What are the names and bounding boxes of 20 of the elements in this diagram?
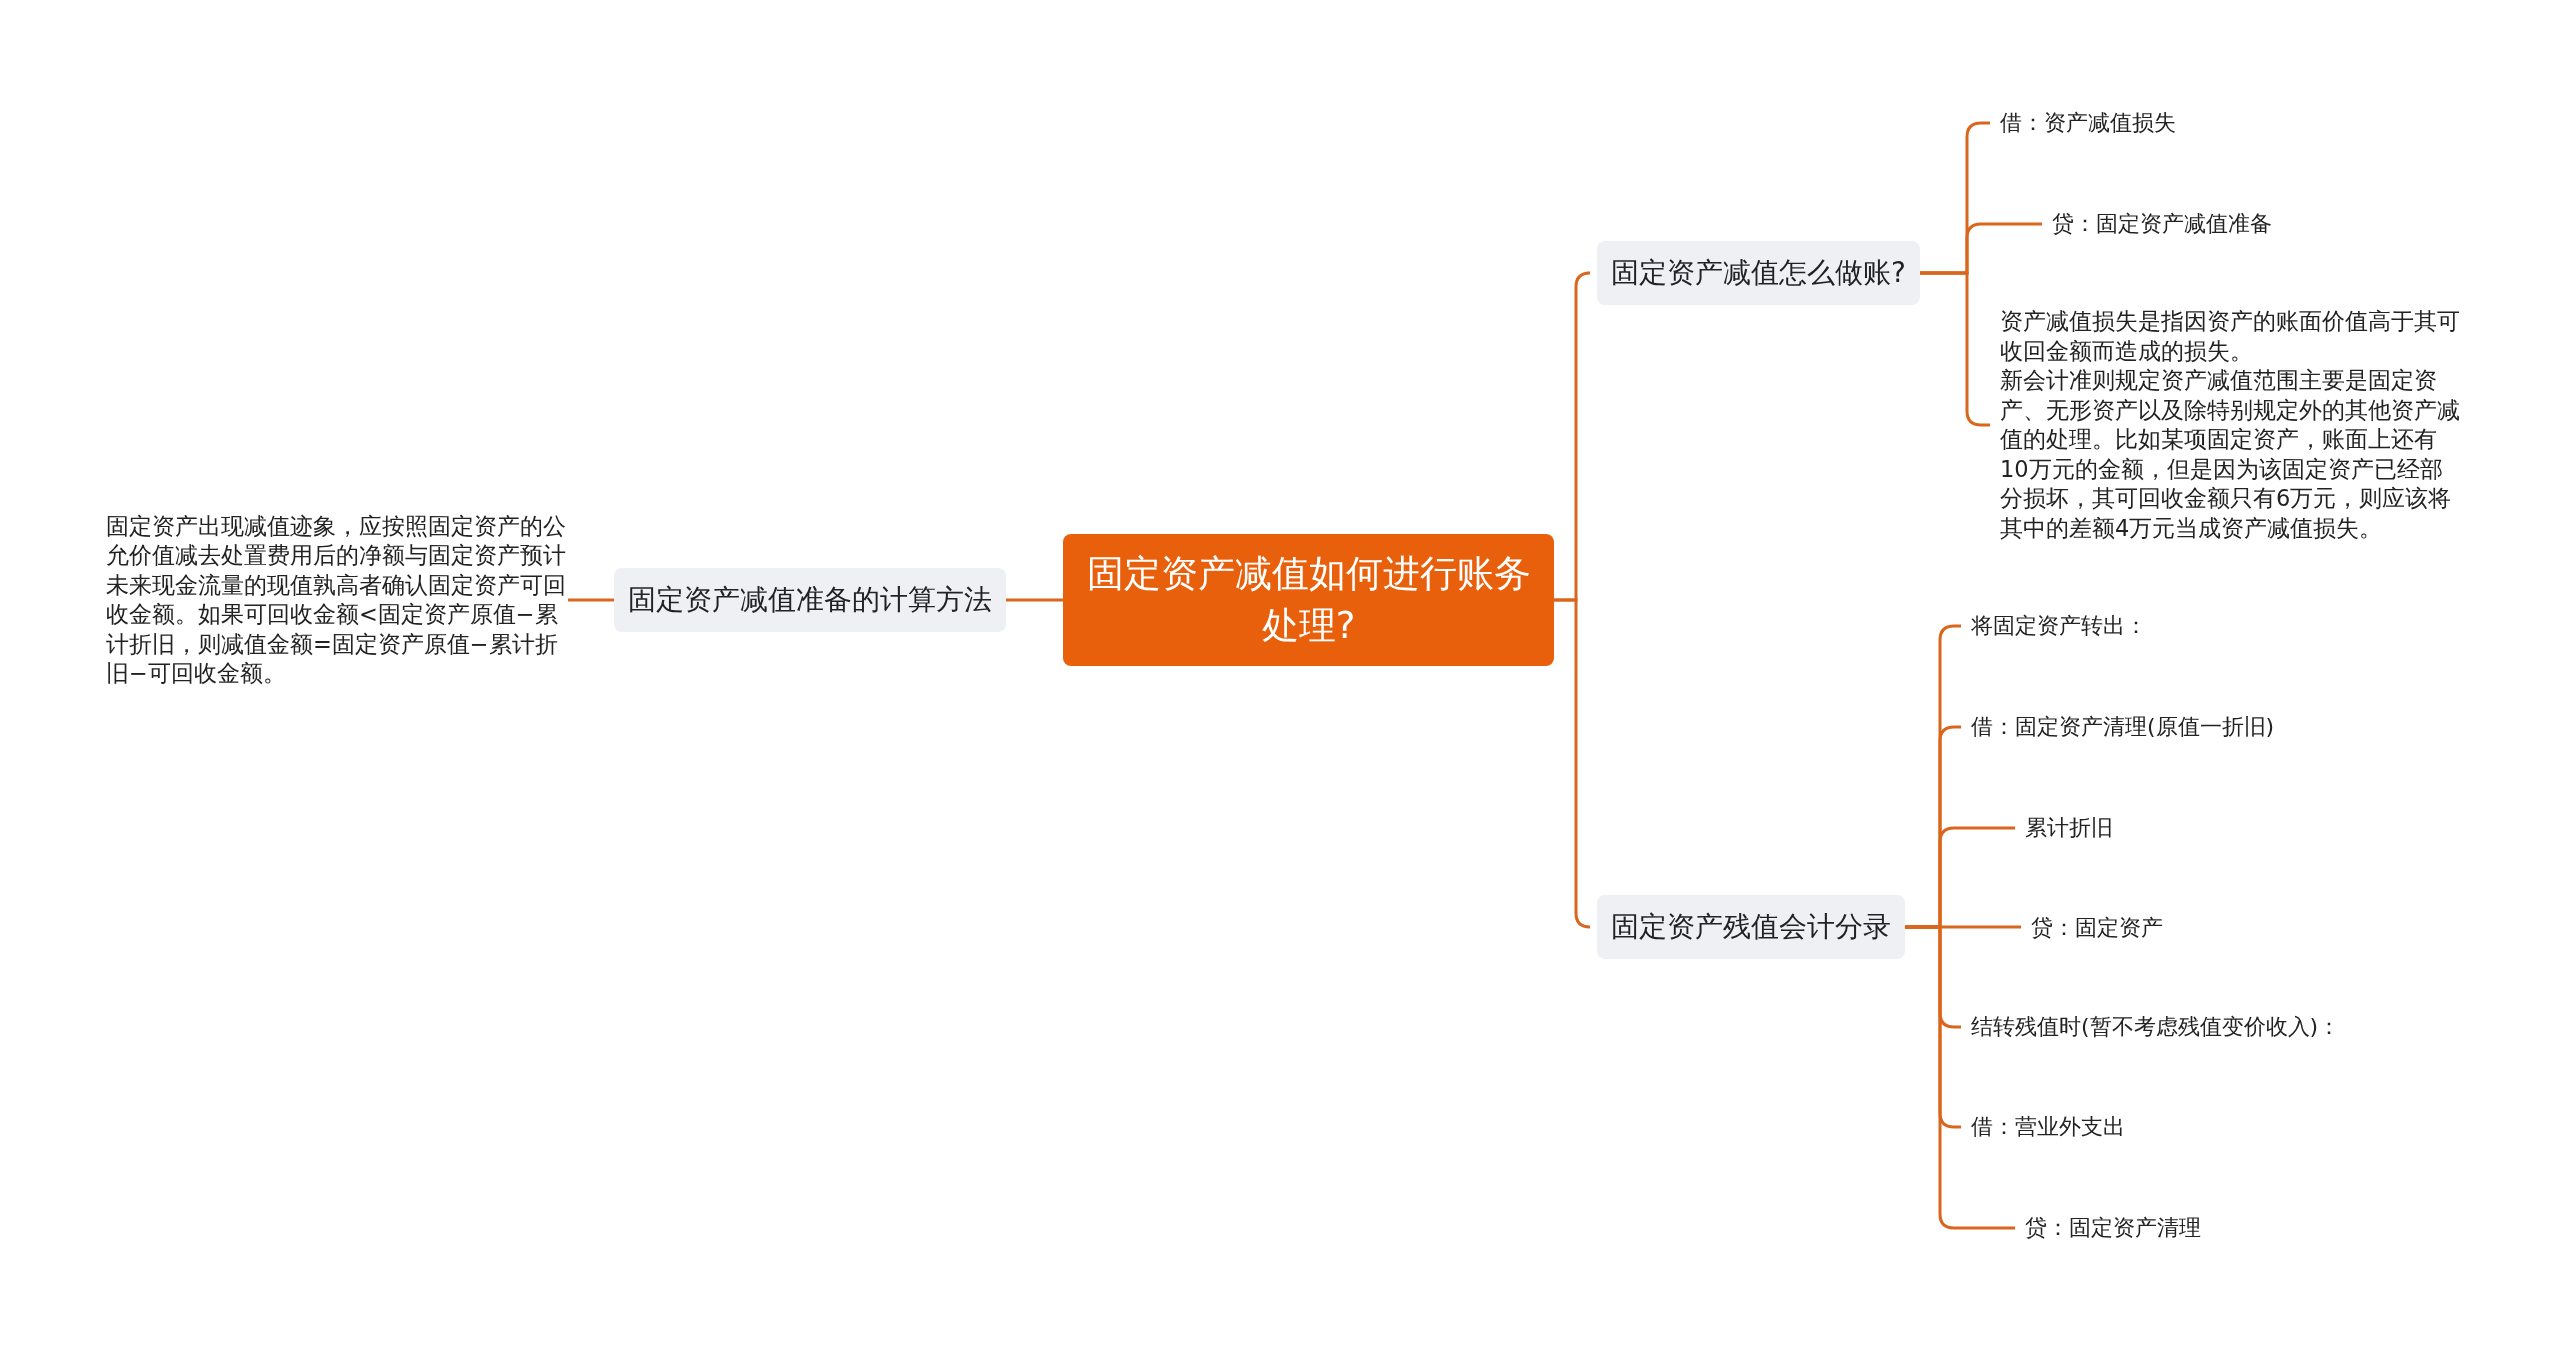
note-text: 结转残值时(暂不考虑残值变价收入)： [1971,1012,2341,1042]
topic-box: 固定资产减值准备的计算方法 [614,568,1006,632]
note-text: 借：资产减值损失 [2000,108,2176,138]
connector-line [1006,598,1063,602]
note-text: 累计折旧 [2025,813,2113,843]
note-text: 借：固定资产清理(原值一折旧) [1971,712,2275,742]
note-text: 借：营业外支出 [1971,1112,2125,1142]
note-paragraph: 新会计准则规定资产减值范围主要是固定资产、无形资产以及除特别规定外的其他资产减值的处理。比如某项固定资产，账面上还有10万元的金额，但是因为该固定资产已经部分损坏，其可回收金额只有6万元，则应该将其中的差额4万元当成资产减值损失。 [2000,366,2461,543]
note-text: 贷：固定资产减值准备 [2052,209,2272,239]
note-text: 将固定资产转出： [1971,611,2147,641]
topic-box: 固定资产减值怎么做账? [1597,241,1920,305]
note-paragraph: 资产减值损失是指因资产的账面价值高于其可收回金额而造成的损失。 [2000,307,2461,366]
connector-line [1905,925,2015,1230]
note-text: 贷：固定资产 [2031,913,2163,943]
note-paragraph: 固定资产出现减值迹象，应按照固定资产的公允价值减去处置费用后的净额与固定资产预计未来现金流量的现值孰高者确认固定资产可回收金额。如果可回收金额<固定资产原值−累计折旧，则减值金额=固定资产原值−累计折旧−可回收金额。 [106,511,567,688]
central-topic-box: 固定资产减值如何进行账务处理? [1063,534,1554,666]
topic-box: 固定资产残值会计分录 [1597,895,1905,959]
note-text: 贷：固定资产清理 [2025,1213,2201,1243]
connector-line [1554,598,1592,929]
connector-line [568,598,614,602]
